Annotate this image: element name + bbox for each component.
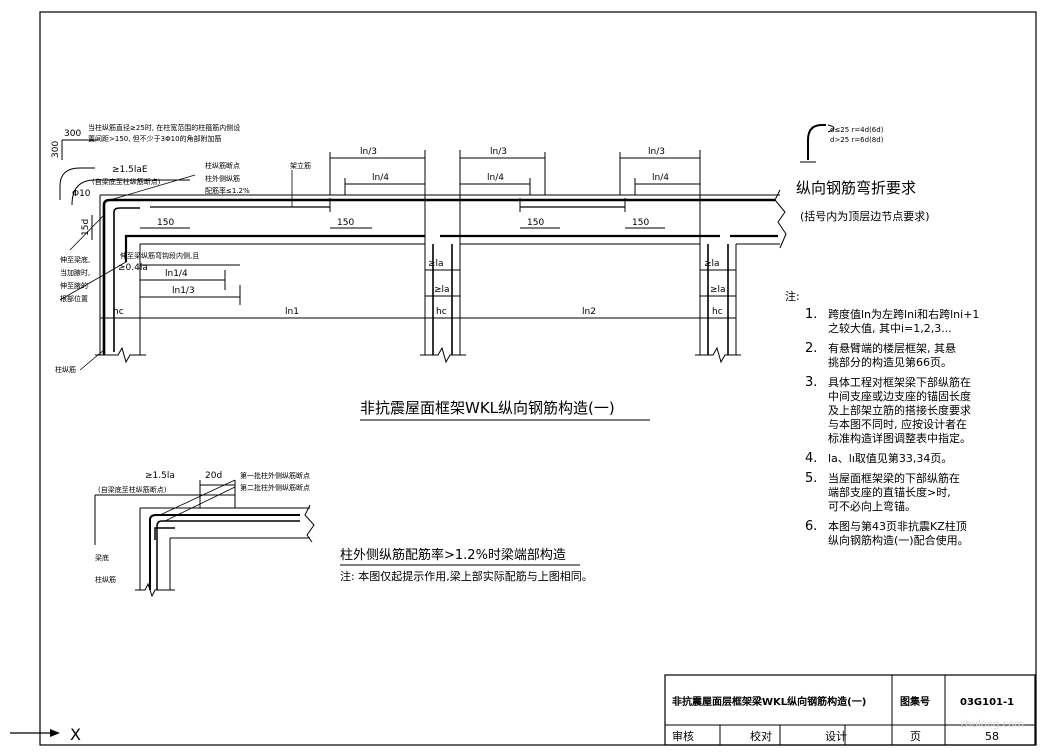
title-block-design: 设计 [825,730,847,743]
dim-ln2: ln2 [582,307,596,317]
note-line: 当屋面框架梁的下部纵筋在 [828,471,960,485]
watermark: zhulong.com [960,719,1024,730]
d2-note-from-beam: (自梁底至柱纵筋断点) [98,485,167,494]
dim-hc-3: hc [712,307,723,317]
note-line: 可不必向上弯锚。 [828,499,916,513]
dim-150-2: 150 [337,218,354,228]
corner-detail-diagram [94,479,315,598]
note-line: 端部支座的直锚长度>时, [828,485,951,499]
note-line: 与本图不同时, 应按设计者在 [828,417,967,431]
top-note-line2: 置间距>150, 但不少于3Φ10的角部附加筋 [88,134,222,143]
d2-first-cut: 第一批柱外侧纵筋断点 [240,471,310,480]
note-line: 纵向钢筋构造(一)配合使用。 [828,533,969,547]
d2-second-cut: 第二批柱外侧纵筋断点 [240,483,310,492]
note-number: 6. [805,519,817,534]
note-line: la、lı取值见第33,34页。 [828,451,952,465]
note-line: 具体工程对框架梁下部纵筋在 [828,375,971,389]
note-line: 中间支座或边支座的锚固长度 [828,389,971,403]
dim-300-vertical: 300 [51,141,61,158]
title-block-page-label: 页 [910,730,921,743]
bend-requirement-icon [800,124,835,163]
col-ratio-label-2: 配筋率≤1.2% [205,186,250,195]
dim-150-1: 150 [157,218,174,228]
top-note-line1: 当柱纵筋直径≥25时, 在柱宽范围的柱箍筋内侧设 [88,123,240,132]
beam-bottom-note-3: 伸至腋的 [60,281,88,290]
title-block-page-number: 58 [985,730,999,743]
beam-bottom-note-1: 伸至梁底, [60,255,90,264]
dim-la-3: ≥la [704,259,720,269]
d2-beam-bottom: 梁底 [95,553,109,562]
notes-heading: 注: [785,289,800,303]
secondary-note: 注: 本图仅起提示作用,梁上部实际配筋与上图相同。 [340,569,593,583]
title-block-review: 审核 [672,729,694,743]
note-line: 跨度值ln为左跨lni和右跨lni+1 [828,307,979,321]
dim-150-4: 150 [632,218,649,228]
dim-ln4-c: ln/4 [652,173,669,183]
bend-radius-1: d≤25 r=4d(6d) [830,126,884,134]
dim-ln3-b: ln/3 [490,147,507,157]
dim-ln1-3: ln1/3 [172,286,195,296]
note-number: 3. [805,375,817,390]
title-block-atlas-number: 03G101-1 [960,697,1014,708]
note-line: 本图与第43页非抗震KZ柱顶 [828,519,967,533]
bend-radius-2: d>25 r=6d(8d) [830,136,884,144]
title-block-drawing-title: 非抗震屋面层框架梁WKL纵向钢筋构造(一) [672,695,866,708]
note-line: 之较大值, 其中i=1,2,3... [828,321,952,335]
col-ratio-label-1: 柱外侧纵筋 [205,174,240,183]
note-number: 1. [805,307,817,322]
drawing-border [39,11,1037,746]
dim-15lae: ≥1.5laE [112,165,148,175]
phi10-label: Φ10 [72,189,91,199]
beam-bottom-note-2: 当加腋时, [60,268,90,277]
note-line: 挑部分的构造见第66页。 [828,355,952,369]
d2-col-bar: 柱纵筋 [95,575,116,584]
dim-ln4-a: ln/4 [372,173,389,183]
dim-150-3: 150 [527,218,544,228]
d2-dim-15la: ≥1.5la [145,471,175,481]
dim-ln3-c: ln/3 [648,147,665,157]
d2-dim-20d: 20d [205,471,222,481]
dim-15d: 15d [81,219,91,236]
note-from-beam: (自梁底至柱纵筋断点) [92,177,161,186]
col-bar-label: 柱纵筋 [55,365,76,374]
dim-ln4-b: ln/4 [487,173,504,183]
dim-ln1: ln1 [285,307,299,317]
beam-bottom-note-4: 根部位置 [60,294,88,303]
dim-hc-2: hc [436,307,447,317]
note-number: 5. [805,471,817,486]
main-title: 非抗震屋面框架WKL纵向钢筋构造(一) [360,399,615,417]
dim-la-2: ≥la [434,285,450,295]
bottom-bar-note: 伸至梁纵筋弯钩段内侧,且 [120,251,199,260]
dim-ln1-4: ln1/4 [165,269,188,279]
bend-title: 纵向钢筋弯折要求 [796,179,916,197]
dim-hc-1: hc [113,307,124,317]
axis-x-label: X [70,725,81,744]
note-line: 有悬臂端的楼层框架, 其悬 [828,341,956,355]
axis-arrow-icon [10,729,60,737]
note-number: 2. [805,341,817,356]
title-block-atlas-label: 图集号 [900,695,930,708]
secondary-title: 柱外侧纵筋配筋率>1.2%时梁端部构造 [340,547,566,563]
dim-04la: ≥0.4la [118,263,148,273]
note-line: 标准构造详图调整表中指定。 [828,431,971,445]
dim-300: 300 [64,129,81,139]
dim-ln3-a: ln/3 [360,147,377,157]
dim-la-1: ≥la [428,259,444,269]
tie-bar-label: 架立筋 [290,161,311,170]
bend-subtitle: (括号内为顶层边节点要求) [800,209,930,223]
title-block [664,674,1036,746]
note-line: 及上部架立筋的搭接长度要求 [828,403,971,417]
dim-la-4: ≥la [710,285,726,295]
note-number: 4. [805,451,817,466]
col-bar-cut-label: 柱纵筋断点 [205,161,240,170]
main-beam-elevation [59,139,787,371]
title-block-check: 校对 [750,729,772,743]
